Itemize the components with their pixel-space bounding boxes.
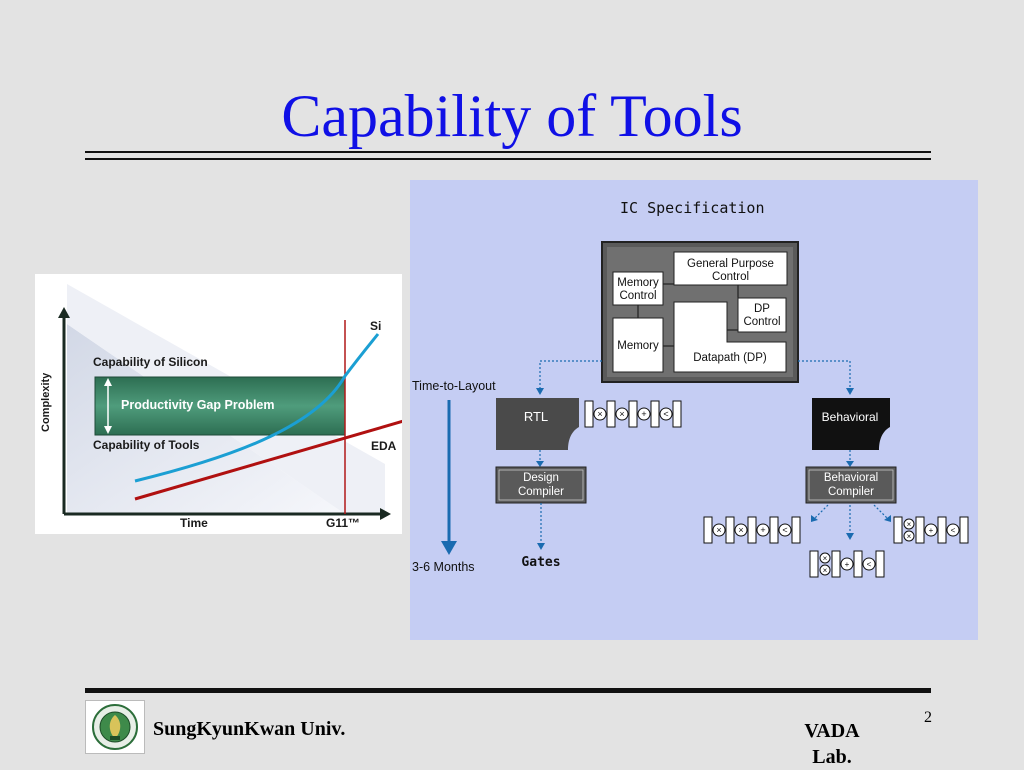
datapath-label: Datapath (DP) bbox=[693, 352, 767, 364]
memory-control-label-line1: Memory bbox=[617, 277, 659, 289]
schedule-right-symbols: × × + < bbox=[907, 520, 956, 541]
x-axis-arrow-icon bbox=[380, 508, 391, 520]
duration-label: 3-6 Months bbox=[412, 560, 475, 574]
general-purpose-control-label-line1: General Purpose bbox=[687, 258, 774, 270]
arrow-fanout-left-icon bbox=[811, 515, 818, 522]
memory-control-label-line2: Control bbox=[619, 290, 656, 302]
dp-control-label-line1: DP bbox=[754, 303, 770, 315]
ic-specification-heading: IC Specification bbox=[620, 199, 765, 217]
schedule-right bbox=[893, 516, 969, 544]
rtl-block bbox=[496, 398, 579, 450]
architecture-block: General Purpose Control Memory Control D… bbox=[601, 241, 799, 383]
general-purpose-control-block bbox=[673, 251, 788, 286]
memory-block bbox=[612, 317, 664, 373]
arrow-behavioral-to-compiler-icon bbox=[846, 461, 854, 467]
ic-design-flow: IC Specification General Purpose Control… bbox=[410, 180, 978, 640]
memory-control-block bbox=[612, 271, 664, 306]
svg-text:×: × bbox=[907, 532, 912, 541]
design-compiler-label-line2: Compiler bbox=[518, 486, 564, 498]
svg-text:+: + bbox=[760, 525, 765, 535]
footer-lab: VADA Lab. bbox=[804, 720, 860, 768]
datapath-block bbox=[673, 301, 787, 373]
svg-text:×: × bbox=[823, 554, 828, 563]
memory-label: Memory bbox=[617, 340, 659, 352]
time-to-layout-arrowhead-icon bbox=[441, 541, 457, 555]
schedule-left-symbols: × × + < bbox=[716, 525, 787, 535]
ic-design-flow-svg: IC Specification General Purpose Control… bbox=[412, 199, 969, 578]
svg-text:×: × bbox=[716, 525, 721, 535]
behavioral-compiler-block bbox=[805, 466, 897, 504]
capability-of-silicon-label: Capability of Silicon bbox=[93, 355, 208, 369]
university-seal-icon bbox=[92, 704, 138, 750]
slide-title: Capability of Tools bbox=[281, 83, 743, 149]
schedule-center bbox=[809, 550, 885, 578]
svg-text:×: × bbox=[597, 409, 602, 419]
time-to-layout-label: Time-to-Layout bbox=[412, 379, 496, 393]
si-curve-label: Si bbox=[370, 319, 381, 333]
connector-to-behavioral bbox=[798, 360, 851, 390]
behavioral-compiler-label-line1: Behavioral bbox=[824, 472, 878, 484]
productivity-gap-svg: Complexity Capability of Silicon Product… bbox=[40, 284, 408, 530]
eda-line bbox=[134, 418, 408, 501]
arrow-to-gates-icon bbox=[537, 543, 545, 550]
dp-control-label-line2: Control bbox=[743, 316, 780, 328]
arrow-to-rtl-icon bbox=[536, 388, 544, 395]
svg-text:×: × bbox=[619, 409, 624, 419]
design-compiler-label-line1: Design bbox=[523, 472, 559, 484]
svg-text:×: × bbox=[738, 525, 743, 535]
svg-text:<: < bbox=[782, 525, 787, 535]
behavioral-block bbox=[812, 398, 890, 450]
svg-text:<: < bbox=[663, 409, 668, 419]
y-axis-arrow-icon bbox=[58, 307, 70, 318]
footer-university: SungKyunKwan Univ. bbox=[153, 718, 346, 740]
svg-text:<: < bbox=[951, 526, 956, 535]
svg-text:×: × bbox=[907, 520, 912, 529]
dp-control-block bbox=[737, 297, 787, 333]
svg-text:+: + bbox=[929, 526, 934, 535]
connector-to-rtl bbox=[539, 360, 602, 390]
arrow-to-behavioral-icon bbox=[846, 388, 854, 395]
capability-of-tools-label: Capability of Tools bbox=[93, 438, 200, 452]
y-axis-label: Complexity bbox=[40, 372, 52, 432]
svg-text:×: × bbox=[823, 566, 828, 575]
g11-marker-label: G11™ bbox=[326, 516, 360, 530]
svg-text:<: < bbox=[867, 560, 872, 569]
arrow-rtl-to-compiler-icon bbox=[536, 461, 544, 467]
gates-label: Gates bbox=[521, 555, 560, 570]
productivity-gap-band bbox=[94, 376, 346, 436]
rtl-label: RTL bbox=[524, 409, 548, 424]
arrow-fanout-center-icon bbox=[846, 533, 854, 540]
eda-line-label: EDA bbox=[371, 439, 397, 453]
design-compiler-block bbox=[495, 466, 587, 504]
connector-fanout-left bbox=[814, 504, 829, 519]
behavioral-label: Behavioral bbox=[822, 410, 879, 424]
page-number: 2 bbox=[924, 709, 932, 726]
gap-arrow-up-icon bbox=[104, 378, 112, 386]
university-logo bbox=[85, 700, 145, 754]
title-divider bbox=[85, 151, 931, 160]
gap-arrow-down-icon bbox=[104, 426, 112, 434]
silicon-curve bbox=[134, 333, 380, 483]
schedule-left bbox=[703, 516, 801, 544]
connector-fanout-right bbox=[873, 504, 888, 519]
schedule-center-symbols: × × + < bbox=[823, 554, 872, 575]
rtl-register-chain bbox=[584, 400, 682, 428]
behavioral-compiler-label-line2: Compiler bbox=[828, 486, 874, 498]
svg-text:+: + bbox=[845, 560, 850, 569]
productivity-gap-label: Productivity Gap Problem bbox=[121, 398, 275, 412]
general-purpose-control-label-line2: Control bbox=[712, 271, 749, 283]
rtl-operator-symbols: × × + < bbox=[597, 409, 668, 419]
svg-text:+: + bbox=[641, 409, 646, 419]
arrow-fanout-right-icon bbox=[884, 515, 891, 522]
x-axis-label: Time bbox=[180, 516, 208, 530]
footer-divider bbox=[85, 688, 931, 693]
productivity-gap-chart: Complexity Capability of Silicon Product… bbox=[35, 274, 408, 534]
